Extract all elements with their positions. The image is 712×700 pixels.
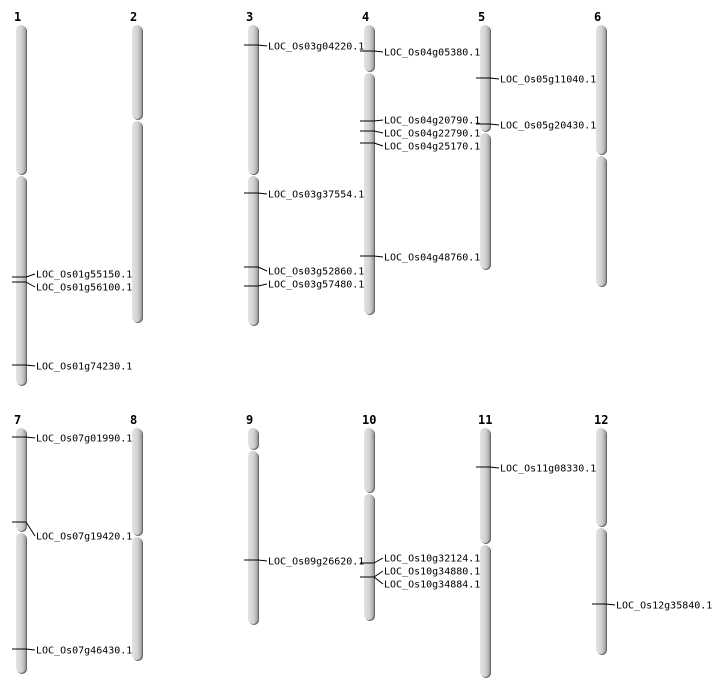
chromosome-number: 4 — [362, 10, 369, 24]
gene-label: LOC_Os04g22790.1 — [384, 129, 480, 140]
gene-connector — [373, 576, 384, 585]
chromosome-number: 5 — [478, 10, 485, 24]
chromosome-arm-long — [16, 176, 26, 385]
gene-label: LOC_Os01g56100.1 — [36, 283, 132, 294]
gene-label: LOC_Os07g19420.1 — [36, 532, 132, 543]
gene-connector — [25, 273, 36, 278]
gene-connector — [257, 283, 268, 287]
gene-connector — [25, 281, 36, 288]
gene-label: LOC_Os04g20790.1 — [384, 116, 480, 127]
chromosome-number: 2 — [130, 10, 137, 24]
gene-label: LOC_Os04g25170.1 — [384, 142, 480, 153]
gene-connector — [257, 266, 268, 272]
gene-connector — [257, 192, 268, 195]
gene-connector — [25, 364, 36, 367]
gene-label: LOC_Os03g57480.1 — [268, 280, 364, 291]
gene-connector — [373, 557, 384, 564]
gene-label: LOC_Os04g05380.1 — [384, 48, 480, 59]
chromosome-arm-short — [248, 428, 258, 449]
gene-connector — [25, 648, 36, 651]
chromosome-arm-short — [596, 428, 606, 526]
chromosome-arm-short — [132, 25, 142, 119]
gene-connector — [373, 142, 384, 147]
gene-label: LOC_Os03g52860.1 — [268, 267, 364, 278]
gene-label: LOC_Os10g34884.1 — [384, 580, 480, 591]
chromosome-number: 1 — [14, 10, 21, 24]
chromosome-number: 10 — [362, 413, 376, 427]
gene-connector — [489, 466, 500, 469]
gene-label: LOC_Os09g26620.1 — [268, 557, 364, 568]
chromosome-arm-long — [132, 121, 142, 322]
chromosome-number: 8 — [130, 413, 137, 427]
chromosome-arm-short — [132, 428, 142, 535]
chromosome-arm-long — [364, 73, 374, 314]
gene-connector — [373, 570, 384, 578]
chromosome-arm-long — [132, 537, 142, 660]
gene-label: LOC_Os10g32124.1 — [384, 554, 480, 565]
gene-connector — [605, 603, 616, 606]
chromosome-arm-long — [16, 533, 26, 673]
gene-connector — [25, 436, 36, 439]
gene-label: LOC_Os10g34880.1 — [384, 567, 480, 578]
chromosome-arm-long — [248, 176, 258, 325]
gene-label: LOC_Os05g11040.1 — [500, 75, 596, 86]
gene-connector — [373, 50, 384, 53]
chromosome-arm-long — [364, 494, 374, 620]
chromosome-arm-short — [596, 25, 606, 154]
chromosome-arm-short — [16, 25, 26, 174]
gene-label: LOC_Os12g35840.1 — [616, 601, 712, 612]
chromosome-arm-long — [480, 133, 490, 269]
gene-label: LOC_Os03g37554.1 — [268, 190, 364, 201]
gene-label: LOC_Os11g08330.1 — [500, 464, 596, 475]
chromosome-number: 7 — [14, 413, 21, 427]
gene-connector — [373, 255, 384, 258]
gene-label: LOC_Os05g20430.1 — [500, 121, 596, 132]
chromosome-arm-long — [480, 545, 490, 677]
gene-connector — [257, 559, 268, 562]
chromosome-arm-short — [480, 428, 490, 543]
chromosome-number: 9 — [246, 413, 253, 427]
gene-connector — [489, 77, 500, 80]
gene-connector — [373, 130, 384, 134]
gene-connector — [373, 119, 384, 122]
gene-connector — [489, 123, 500, 126]
chromosome-arm-long — [596, 528, 606, 654]
chromosome-arm-short — [364, 25, 374, 71]
gene-connector — [257, 44, 268, 47]
gene-connector — [25, 521, 36, 537]
chromosome-number: 12 — [594, 413, 608, 427]
chromosome-arm-short — [248, 25, 258, 174]
chromosome-arm-short — [364, 428, 374, 492]
chromosome-number: 6 — [594, 10, 601, 24]
gene-label: LOC_Os01g74230.1 — [36, 362, 132, 373]
chromosome-arm-long — [248, 451, 258, 624]
chromosome-number: 3 — [246, 10, 253, 24]
gene-label: LOC_Os07g01990.1 — [36, 434, 132, 445]
gene-label: LOC_Os04g48760.1 — [384, 253, 480, 264]
chromosome-arm-short — [16, 428, 26, 531]
gene-label: LOC_Os07g46430.1 — [36, 646, 132, 657]
chromosome-number: 11 — [478, 413, 492, 427]
gene-label: LOC_Os01g55150.1 — [36, 270, 132, 281]
chromosome-arm-long — [596, 156, 606, 286]
gene-label: LOC_Os03g04220.1 — [268, 42, 364, 53]
